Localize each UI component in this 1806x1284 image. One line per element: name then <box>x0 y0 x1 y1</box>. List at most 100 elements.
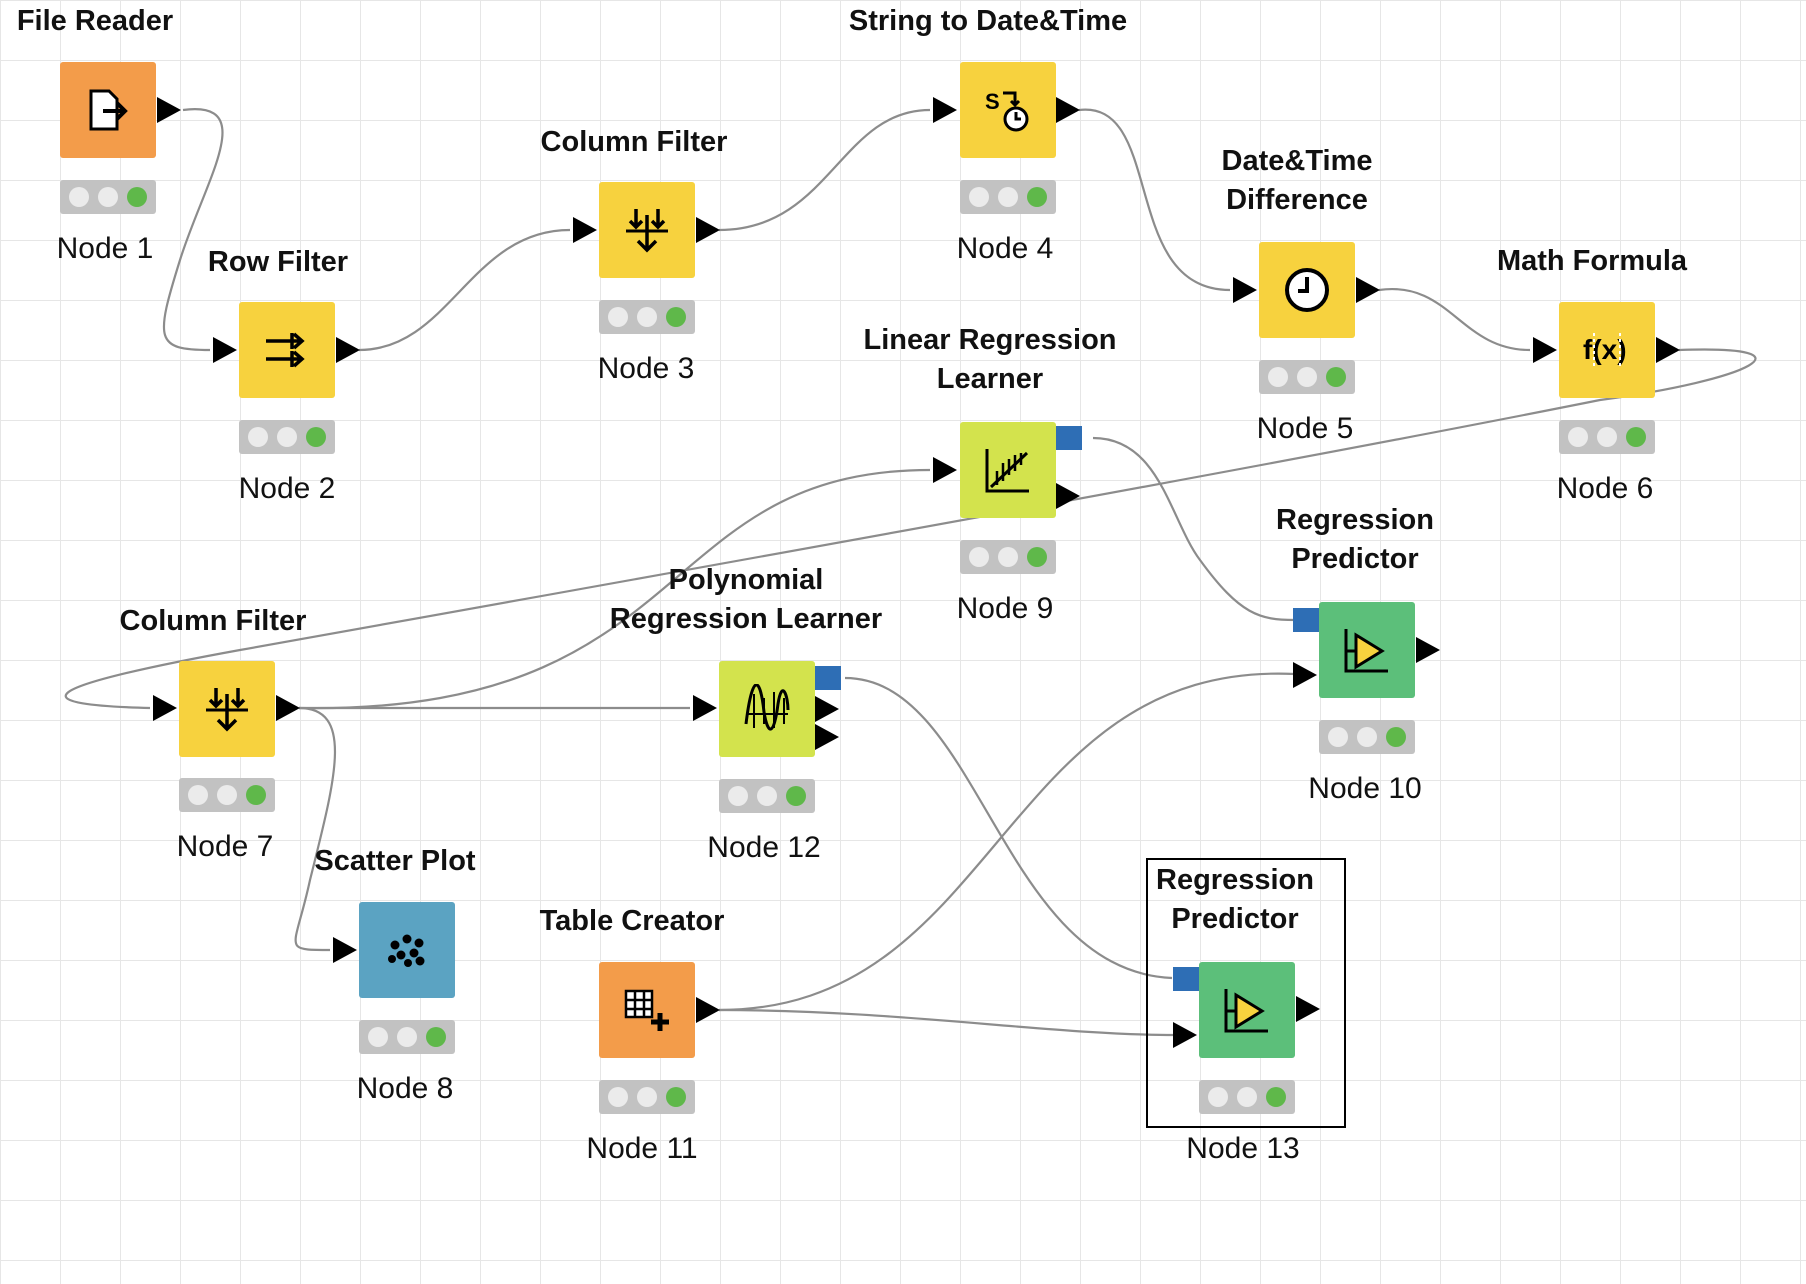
node-label[interactable]: Node 2 <box>238 472 336 505</box>
node-label[interactable]: Node 3 <box>597 352 695 385</box>
node-label[interactable]: Node 1 <box>56 232 154 265</box>
status-indicator <box>599 1080 695 1114</box>
output-port[interactable] <box>815 724 839 750</box>
string-to-datetime-icon: S <box>985 89 1029 132</box>
polynomial-regression-icon <box>744 684 790 731</box>
connection-n7-n8[interactable] <box>294 706 336 952</box>
input-port[interactable] <box>213 337 237 363</box>
connection-n1-n2[interactable] <box>162 108 224 352</box>
node-label[interactable]: Node 9 <box>956 592 1054 625</box>
node-title-line: Regression <box>1276 504 1434 536</box>
output-port[interactable] <box>1056 97 1080 123</box>
node-title-line: Learner <box>936 363 1044 395</box>
node-file-reader[interactable] <box>60 62 156 158</box>
connection-n11-n13[interactable] <box>718 1008 1176 1037</box>
connection-n3-n4[interactable] <box>718 108 931 232</box>
status-indicator <box>60 180 156 214</box>
input-port[interactable] <box>933 97 957 123</box>
connection-n12-n13[interactable] <box>844 676 1173 980</box>
svg-text:f(x): f(x) <box>1583 334 1627 365</box>
node-string-to-datetime[interactable]: S <box>960 62 1056 158</box>
connection-n4-n5[interactable] <box>1078 108 1231 292</box>
column-filter-icon <box>206 688 248 732</box>
scatter-plot-icon <box>388 934 425 967</box>
output-port[interactable] <box>1056 483 1080 509</box>
node-title: Column Filter <box>119 605 307 637</box>
row-filter-icon <box>266 332 305 368</box>
model-input-port[interactable] <box>1293 608 1319 632</box>
status-indicator <box>719 779 815 813</box>
node-column-filter[interactable] <box>179 661 275 757</box>
connection-n9-n10[interactable] <box>1092 436 1296 622</box>
node-scatter-plot[interactable] <box>359 902 455 998</box>
model-output-port[interactable] <box>815 666 841 690</box>
status-indicator <box>1259 360 1355 394</box>
node-title-line: Linear Regression <box>863 324 1117 356</box>
node-title-line: Predictor <box>1291 543 1419 575</box>
connection-n2-n3[interactable] <box>358 228 571 352</box>
input-port[interactable] <box>153 695 177 721</box>
output-port[interactable] <box>1296 996 1320 1022</box>
node-regression-predictor[interactable] <box>1199 962 1295 1058</box>
model-input-port[interactable] <box>1173 967 1199 991</box>
node-label[interactable]: Node 13 <box>1186 1132 1300 1165</box>
node-column-filter[interactable] <box>599 182 695 278</box>
status-indicator <box>960 540 1056 574</box>
output-port[interactable] <box>1656 337 1680 363</box>
output-port[interactable] <box>1416 637 1440 663</box>
connection-n6-n7[interactable] <box>64 348 1757 710</box>
node-datetime-difference[interactable] <box>1259 242 1355 338</box>
input-port[interactable] <box>1293 662 1317 688</box>
model-output-port[interactable] <box>1056 426 1082 450</box>
node-title-line: Regression <box>1156 864 1314 896</box>
node-title-line: Predictor <box>1171 903 1299 935</box>
node-label[interactable]: Node 4 <box>956 232 1054 265</box>
output-port[interactable] <box>1356 277 1380 303</box>
column-filter-icon <box>626 209 668 253</box>
input-port[interactable] <box>693 695 717 721</box>
status-indicator <box>1319 720 1415 754</box>
node-title: Scatter Plot <box>314 845 476 877</box>
output-port[interactable] <box>696 997 720 1023</box>
predictor-icon <box>1224 989 1268 1033</box>
node-title: Column Filter <box>540 126 728 158</box>
status-indicator <box>239 420 335 454</box>
file-reader-icon <box>89 89 128 131</box>
node-label[interactable]: Node 6 <box>1556 472 1654 505</box>
connection-n7-n9[interactable] <box>298 468 931 710</box>
node-table-creator[interactable] <box>599 962 695 1058</box>
node-linear-regression-learner[interactable] <box>960 422 1056 518</box>
linear-regression-icon <box>985 449 1029 493</box>
node-label[interactable]: Node 5 <box>1256 412 1354 445</box>
output-port[interactable] <box>815 696 839 722</box>
node-regression-predictor[interactable] <box>1319 602 1415 698</box>
output-port[interactable] <box>157 97 181 123</box>
status-indicator <box>179 778 275 812</box>
output-port[interactable] <box>696 217 720 243</box>
input-port[interactable] <box>333 937 357 963</box>
node-label[interactable]: Node 12 <box>707 831 821 864</box>
node-row-filter[interactable] <box>239 302 335 398</box>
node-label[interactable]: Node 11 <box>586 1132 698 1165</box>
input-port[interactable] <box>1173 1022 1197 1048</box>
node-title: Math Formula <box>1496 245 1688 277</box>
status-indicator <box>359 1020 455 1054</box>
node-polynomial-regression-learner[interactable] <box>719 661 815 757</box>
table-creator-icon <box>624 989 669 1031</box>
node-label[interactable]: Node 8 <box>356 1072 454 1105</box>
node-math-formula[interactable]: f(x) <box>1559 302 1655 398</box>
node-label[interactable]: Node 10 <box>1308 772 1422 805</box>
output-port[interactable] <box>276 695 300 721</box>
input-port[interactable] <box>933 457 957 483</box>
input-port[interactable] <box>573 217 597 243</box>
output-port[interactable] <box>336 337 360 363</box>
clock-icon <box>1285 268 1329 312</box>
node-label[interactable]: Node 7 <box>176 830 274 863</box>
input-port[interactable] <box>1533 337 1557 363</box>
connection-n5-n6[interactable] <box>1378 287 1531 352</box>
input-port[interactable] <box>1233 277 1257 303</box>
